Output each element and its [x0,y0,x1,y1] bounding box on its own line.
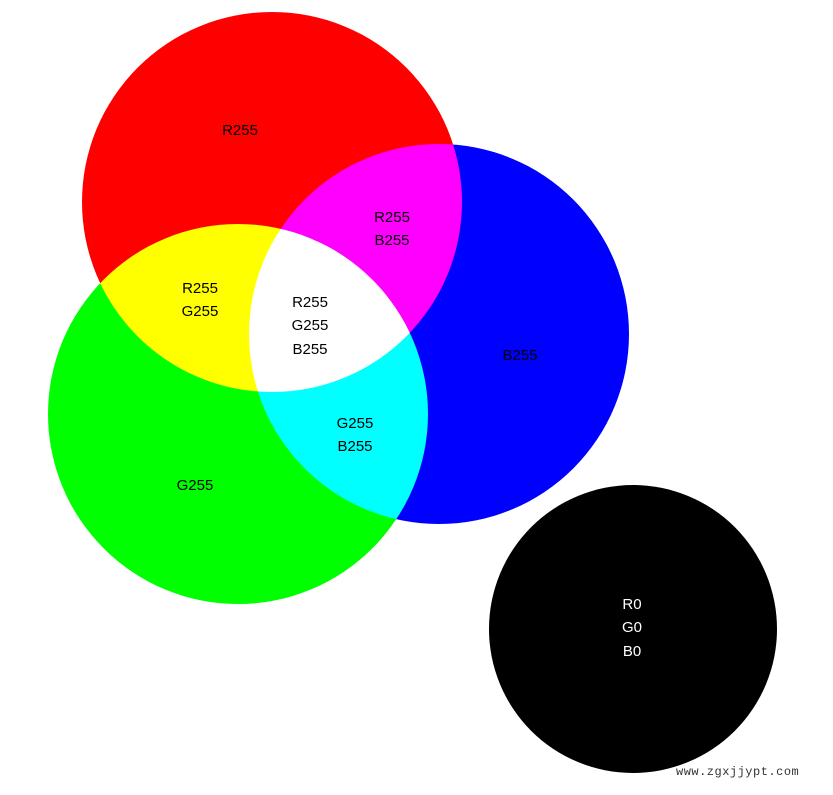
black-label-g: G0 [622,619,642,636]
rb-label-r: R255 [374,209,410,226]
gb-label-g: G255 [337,415,374,432]
rg-label-r: R255 [182,280,218,297]
rgb-label-r: R255 [292,294,328,311]
blue-label: B255 [502,347,537,364]
black-circle [489,485,777,773]
additive-circles [48,12,629,604]
green-label: G255 [177,477,214,494]
black-label-r: R0 [622,596,641,613]
rb-label-b: B255 [374,232,409,249]
watermark: www.zgxjjypt.com [676,765,800,779]
rgb-label-g: G255 [292,317,329,334]
gb-label-b: B255 [337,438,372,455]
black-label-b: B0 [623,643,641,660]
rg-label-g: G255 [182,303,219,320]
green-circle [48,224,428,604]
red-label: R255 [222,122,258,139]
rgb-label-b: B255 [292,341,327,358]
